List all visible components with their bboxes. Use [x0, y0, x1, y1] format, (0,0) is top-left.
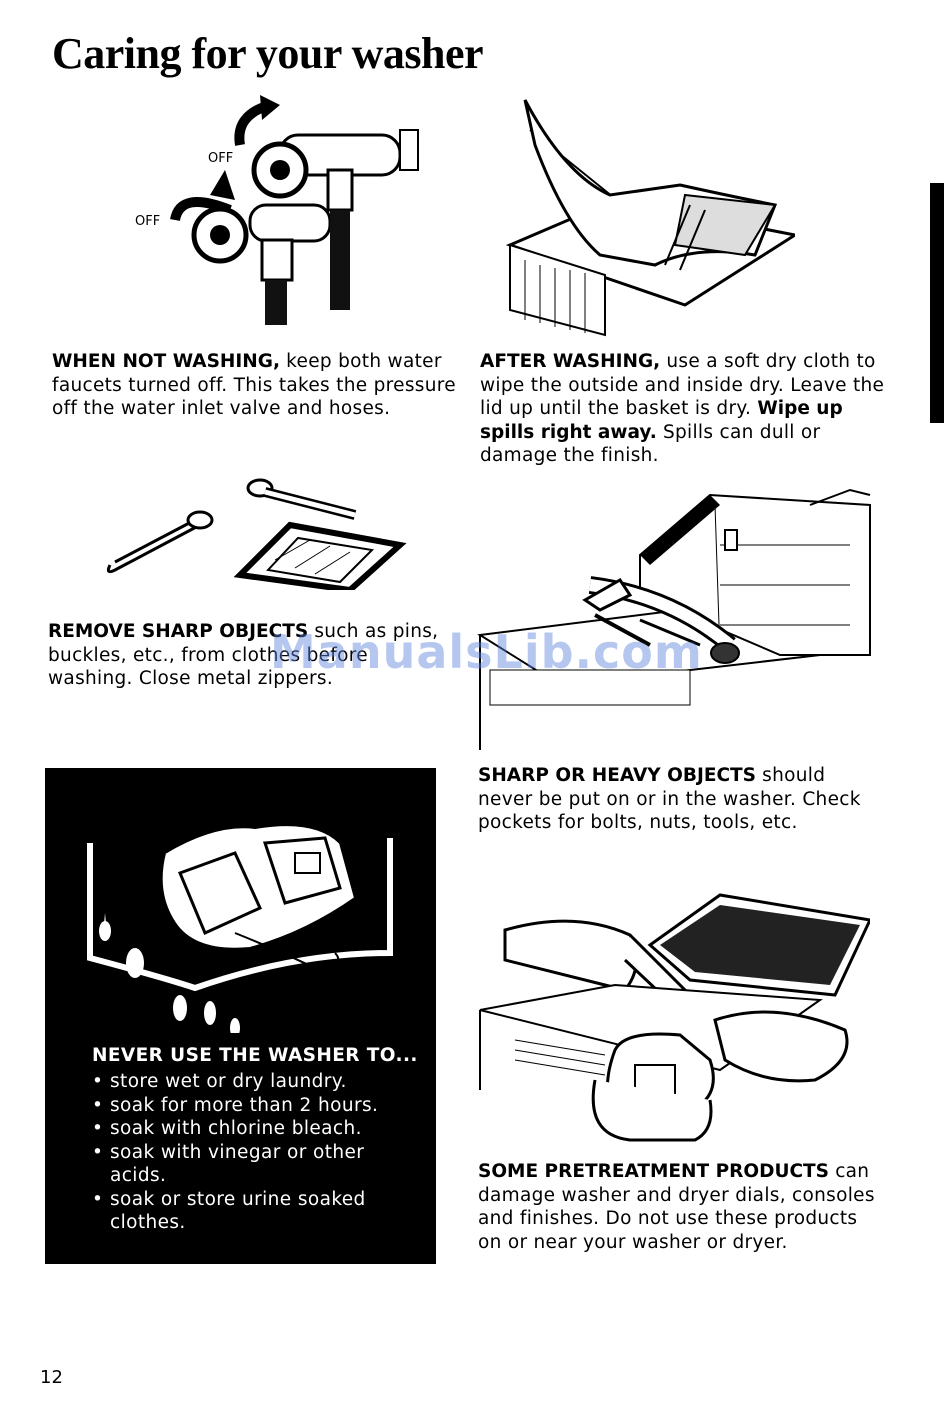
body-remove-sharp-objects: such as pins, buckles, etc., from clothe… [48, 621, 439, 689]
never-use-list: store wet or dry laundry. soak for more … [92, 1070, 412, 1235]
section-sharp-heavy-objects: SHARP OR HEAVY OBJECTS should never be p… [478, 764, 878, 835]
section-after-washing: AFTER WASHING, use a soft dry cloth to w… [480, 350, 890, 468]
heading-when-not-washing: WHEN NOT WASHING, [52, 351, 280, 372]
page-edge-tab [930, 183, 944, 423]
water-faucets-illustration: OFF OFF [135, 95, 419, 325]
list-item: store wet or dry laundry. [92, 1070, 412, 1094]
heading-sharp-heavy-objects: SHARP OR HEAVY OBJECTS [478, 765, 756, 786]
section-pretreatment-products: SOME PRETREATMENT PRODUCTS can damage wa… [478, 1160, 883, 1254]
body-when-not-washing: keep both water faucets turned off. This… [52, 351, 456, 419]
page-number: 12 [40, 1367, 63, 1388]
body-sharp-heavy-objects: should never be put on or in the washer.… [478, 765, 861, 833]
watermark: ManualsLib.com [270, 625, 703, 679]
soaked-laundry-illustration [87, 824, 393, 1033]
list-item: soak or store urine soaked clothes. [92, 1188, 412, 1235]
never-use-heading: NEVER USE THE WASHER TO... [92, 1045, 418, 1066]
heading-remove-sharp-objects: REMOVE SHARP OBJECTS [48, 621, 309, 642]
pretreatment-spray-illustration [479, 893, 870, 1142]
list-item: soak for more than 2 hours. [92, 1094, 412, 1118]
list-item: soak with vinegar or other acids. [92, 1141, 412, 1188]
list-item: soak with chlorine bleach. [92, 1117, 412, 1141]
pin-and-buckle-illustration [106, 478, 407, 590]
body-pretreatment-products: can damage washer and dryer dials, conso… [478, 1161, 875, 1253]
body-wipe-spills: Spills can dull or damage the finish. [480, 421, 821, 467]
heading-pretreatment-products: SOME PRETREATMENT PRODUCTS [478, 1161, 830, 1182]
page-title: Caring for your washer [52, 29, 484, 78]
off-label-upper: OFF [208, 151, 233, 166]
tools-on-washer-illustration [477, 488, 871, 750]
section-remove-sharp-objects: REMOVE SHARP OBJECTS such as pins, buckl… [48, 620, 448, 691]
section-when-not-washing: WHEN NOT WASHING, keep both water faucet… [52, 350, 462, 421]
heading-wipe-spills: Wipe up spills right away. [480, 398, 843, 443]
body-after-washing: use a soft dry cloth to wipe the outside… [480, 351, 885, 419]
hand-wiping-washer-illustration [505, 99, 795, 337]
off-label-lower: OFF [135, 214, 160, 229]
heading-after-washing: AFTER WASHING, [480, 351, 661, 372]
never-use-washer-box: NEVER USE THE WASHER TO... store wet or … [45, 768, 436, 1264]
